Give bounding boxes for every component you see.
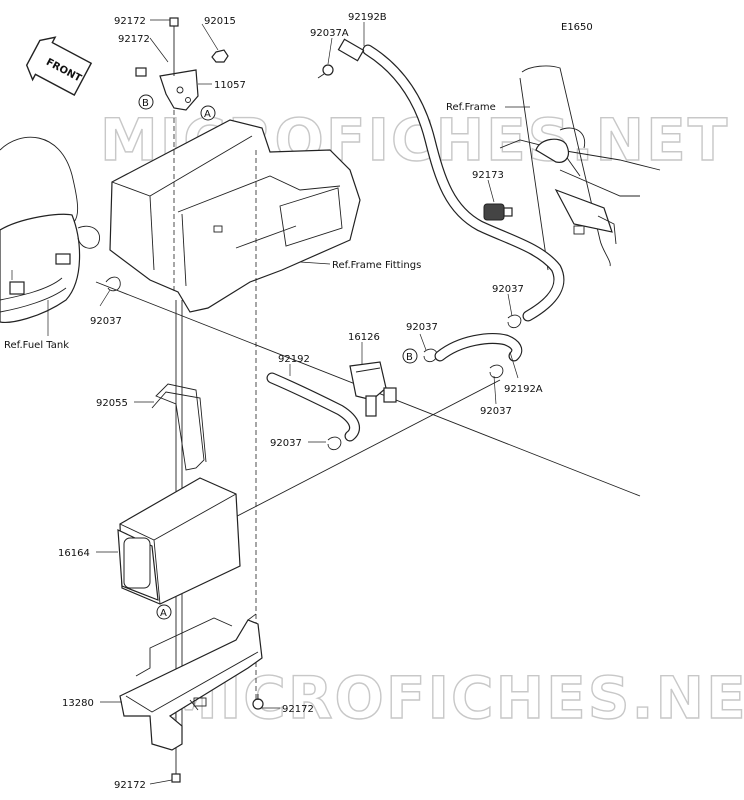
label-92037-right-bottom: 92037 (480, 406, 512, 417)
svg-text:A: A (160, 608, 167, 619)
label-92172-top: 92172 (114, 16, 146, 27)
label-13280: 13280 (62, 698, 94, 709)
clamp-92037-lower (327, 436, 342, 451)
nut-92015 (211, 49, 229, 63)
svg-text:B: B (142, 98, 149, 109)
storage-box-cover (109, 119, 361, 313)
front-arrow-icon: FRONT (25, 36, 93, 96)
callout-a-top: A (200, 105, 216, 121)
clamp-92037a (317, 64, 334, 79)
diagram-code: E1650 (561, 22, 593, 33)
label-92037-left: 92037 (90, 316, 122, 327)
frame-reference (499, 65, 661, 271)
label-92172-right: 92172 (282, 704, 314, 715)
switch-92173 (483, 203, 513, 221)
clamp-92037-right-top (507, 314, 522, 329)
label-92173: 92173 (472, 170, 504, 181)
label-11057: 11057 (214, 80, 246, 91)
svg-text:A: A (204, 109, 211, 120)
label-92037-lower: 92037 (270, 438, 302, 449)
band-92055 (151, 383, 207, 471)
bolt-92172-top (169, 17, 179, 27)
tray-13280 (119, 613, 263, 751)
label-92037-mid: 92037 (406, 322, 438, 333)
label-16164: 16164 (58, 548, 90, 559)
svg-text:B: B (406, 352, 413, 363)
bolt-92172-bottom (171, 760, 181, 783)
label-16126: 16126 (348, 332, 380, 343)
callout-b-top: B (138, 94, 154, 110)
label-ref-frame-fittings: Ref.Frame Fittings (332, 260, 421, 271)
callout-b-valve: B (402, 348, 418, 364)
hose-92192b (337, 38, 565, 322)
clamp-92037-left (105, 276, 121, 292)
label-ref-fuel-tank: Ref.Fuel Tank (4, 340, 69, 351)
clamp-92037-right-bottom (489, 364, 504, 379)
valve-16126 (349, 361, 397, 417)
bolt-92172-left (135, 67, 147, 77)
hose-92192a (434, 333, 523, 362)
label-ref-frame: Ref.Frame (446, 102, 496, 113)
callout-a-lower: A (156, 604, 172, 620)
label-92015: 92015 (204, 16, 236, 27)
label-92192b: 92192B (348, 12, 387, 23)
label-92192a: 92192A (504, 384, 543, 395)
fuel-tank-reference (0, 136, 100, 323)
watermark-bottom: MICROFICHES.NET (160, 664, 744, 732)
hose-92192 (266, 372, 360, 442)
label-92172-left: 92172 (118, 34, 150, 45)
canister-16164 (117, 477, 241, 605)
bolt-92172-right (252, 694, 264, 710)
label-92192: 92192 (278, 354, 310, 365)
label-92037-right-top: 92037 (492, 284, 524, 295)
label-92172-bottom: 92172 (114, 780, 146, 791)
label-92037a: 92037A (310, 28, 349, 39)
label-92055: 92055 (96, 398, 128, 409)
bracket-11057 (135, 17, 229, 111)
